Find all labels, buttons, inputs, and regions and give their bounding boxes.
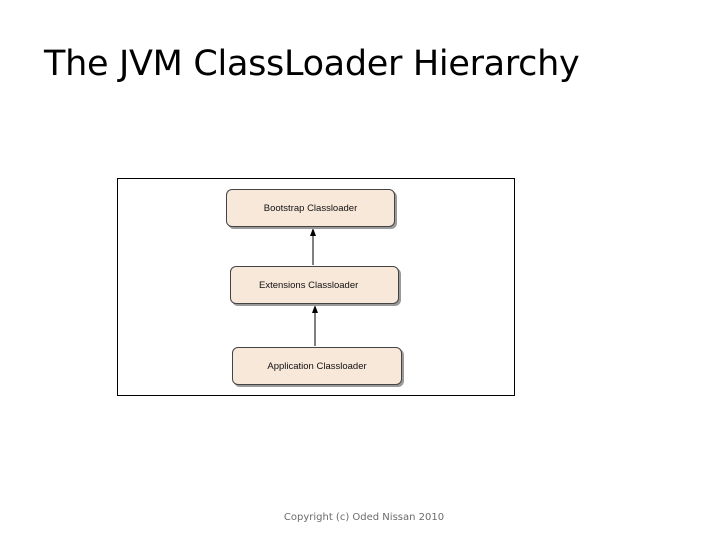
bootstrap-classloader-label: Bootstrap Classloader [263,202,358,214]
extensions-classloader-label: Extensions Classloader [259,279,359,291]
bootstrap-classloader-node: Bootstrap Classloader [226,189,395,227]
application-classloader-node: Application Classloader [232,347,402,385]
slide-title: The JVM ClassLoader Hierarchy [44,44,580,84]
arrowhead-extensions-to-bootstrap [310,228,316,236]
classloader-diagram: Bootstrap Classloader Extensions Classlo… [117,178,515,396]
figure-top-rule [118,178,514,179]
figure-bottom-rule [118,395,514,396]
copyright-footer: Copyright (c) Oded Nissan 2010 [283,512,445,523]
application-classloader-label: Application Classloader [267,360,367,372]
arrowhead-application-to-extensions [312,305,318,313]
extensions-classloader-node: Extensions Classloader [230,266,399,304]
